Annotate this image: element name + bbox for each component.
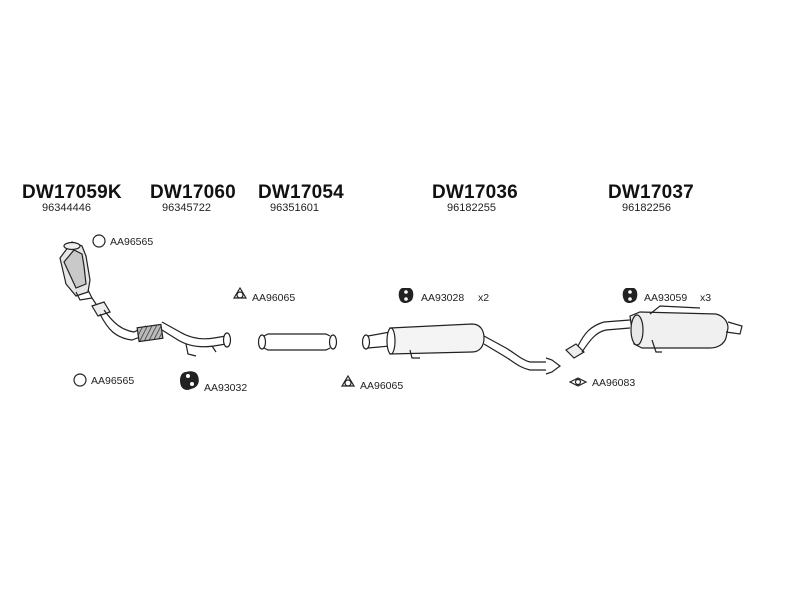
part-code-rear-silencer: DW17037	[608, 182, 694, 203]
flange-gasket-icon	[568, 377, 588, 387]
accessory-label-hanger-1: AA93032	[204, 382, 248, 394]
part-number-intermediate-pipe: 96351601	[270, 202, 319, 214]
part-number-catalyst: 96344446	[42, 202, 91, 214]
intermediate-pipe-drawing	[257, 333, 338, 351]
accessory-label-flange-1: AA96065	[252, 292, 296, 304]
rubber-hanger-icon	[622, 288, 638, 303]
gasket-ring-top-icon	[92, 234, 106, 248]
part-number-center-silencer: 96182255	[447, 202, 496, 214]
rubber-hanger-icon	[398, 288, 414, 303]
part-code-intermediate-pipe: DW17054	[258, 182, 344, 203]
catalytic-converter-drawing	[59, 241, 97, 305]
center-silencer-drawing	[361, 323, 561, 375]
accessory-qty-hanger-3: x3	[700, 292, 712, 304]
part-number-front-pipe: 96345722	[162, 202, 211, 214]
accessory-qty-hanger-2: x2	[478, 292, 490, 304]
rubber-hanger-icon	[180, 371, 199, 390]
rear-silencer-drawing	[565, 305, 743, 359]
part-code-center-silencer: DW17036	[432, 182, 518, 203]
front-pipe-drawing	[91, 301, 232, 357]
part-number-rear-silencer: 96182256	[622, 202, 671, 214]
accessory-label-gasket-bottom: AA96565	[91, 375, 135, 387]
accessory-label-gasket-top: AA96565	[110, 236, 154, 248]
gasket-ring-bottom-icon	[73, 373, 87, 387]
accessory-label-hanger-3: AA93059	[644, 292, 688, 304]
accessory-label-hanger-2: AA93028	[421, 292, 465, 304]
part-code-catalyst: DW17059K	[22, 182, 122, 203]
accessory-label-flange-3: AA96083	[592, 377, 636, 389]
flange-gasket-icon	[340, 374, 356, 387]
part-code-front-pipe: DW17060	[150, 182, 236, 203]
flange-gasket-icon	[232, 286, 248, 299]
accessory-label-flange-2: AA96065	[360, 380, 404, 392]
